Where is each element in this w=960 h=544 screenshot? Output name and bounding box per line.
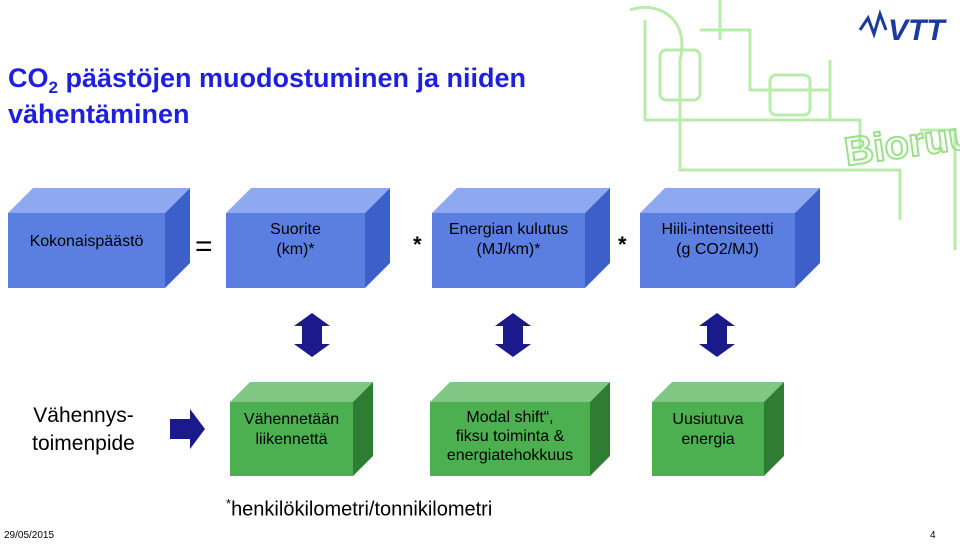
- footnote-mark: *: [226, 496, 232, 511]
- svg-text:VTT: VTT: [888, 14, 947, 47]
- box-vahennetaan: [230, 382, 373, 476]
- factor-hiili-intensiteetti: Hiili-intensiteetti (g CO2/MJ): [661, 221, 774, 258]
- slide-date: 29/05/2015: [4, 530, 55, 541]
- footnote: *henkilökilometri/tonnikilometri: [226, 496, 492, 522]
- factor-energian-kulutus: Energian kulutus (MJ/km)*: [448, 221, 569, 258]
- box-modal-shift: [430, 382, 610, 476]
- title-subscript: 2: [48, 78, 58, 97]
- vtt-logo: VTT: [858, 9, 947, 47]
- footnote-text: henkilökilometri/tonnikilometri: [231, 498, 493, 521]
- measures-label: Vähennys- toimenpide: [32, 404, 135, 455]
- measure-uusiutuva: Uusiutuva energia: [672, 411, 744, 448]
- slide-number: 4: [930, 530, 936, 541]
- box-suorite: [226, 188, 390, 288]
- title-rest: päästöjen muodostuminen ja niiden vähent…: [8, 63, 527, 129]
- page-title: CO2 päästöjen muodostuminen ja niiden vä…: [8, 62, 648, 131]
- box-uusiutuva: [652, 382, 784, 476]
- right-arrow-icon: [170, 409, 205, 449]
- box-hiili-intensiteetti: [640, 188, 820, 288]
- multiply-sign-2: *: [618, 232, 627, 257]
- measure-modal-shift: Modal shift“, fiksu toiminta & energiate…: [446, 409, 574, 464]
- box-total: [8, 188, 190, 288]
- multiply-sign-1: *: [413, 232, 422, 257]
- box-energian-kulutus: [432, 188, 610, 288]
- title-prefix: CO: [8, 63, 49, 93]
- double-arrow-3: [699, 313, 735, 357]
- equals-sign: =: [195, 230, 213, 263]
- double-arrow-1: [294, 313, 330, 357]
- factor-suorite: Suorite (km)*: [270, 221, 321, 258]
- measure-vahennetaan: Vähennetään liikennettä: [243, 411, 340, 448]
- bioruukki-pipe-illustration: Bioruukki: [629, 0, 960, 250]
- total-label: Kokonaispäästö: [29, 233, 144, 250]
- double-arrow-2: [495, 313, 531, 357]
